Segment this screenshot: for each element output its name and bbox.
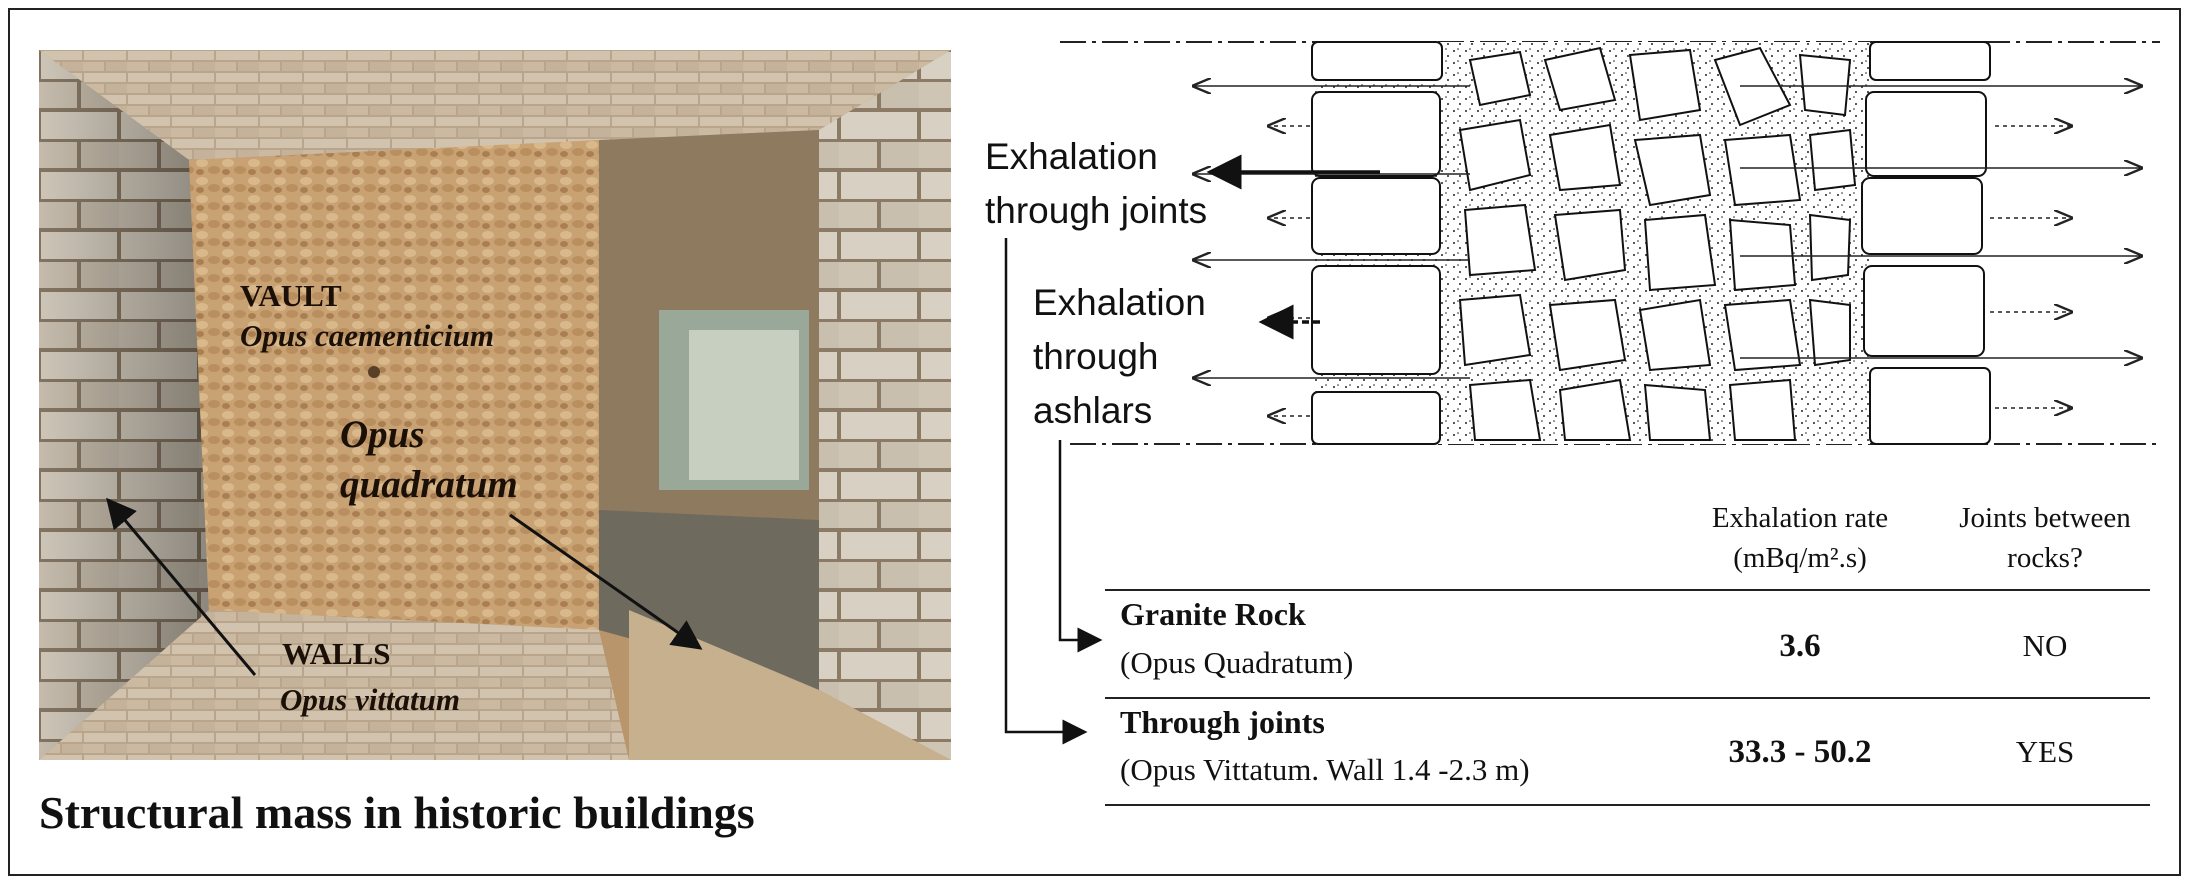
vault-sub-label: Opus caementicium [240,318,495,353]
exhalation-joints-label: Exhalation through joints [985,130,1207,238]
row-granite-rate: 3.6 [1779,628,1821,664]
exh-joints-line-2: through joints [985,190,1208,231]
opus-line-2: quadratum [340,463,518,506]
row-granite-sub: (Opus Quadratum) [1120,645,1354,680]
header-joints-between-rocks: Joints between rocks? [1920,498,2170,578]
row-granite-joints: NO [2022,628,2068,663]
header-joints-line-2: rocks? [2007,542,2083,574]
arrow-walls [106,497,257,676]
row-joints-joints: YES [2015,734,2075,769]
leader-joints [1004,238,1088,745]
header-rate-line-2: (mBq/m².s) [1733,542,1867,574]
exhalation-ashlars-label: Exhalation through ashlars [1033,276,1206,438]
header-exhalation-rate: Exhalation rate (mBq/m².s) [1680,498,1920,578]
header-rate-line-1: Exhalation rate [1711,502,1889,534]
opus-line-1: Opus [340,413,425,456]
leader-ashlars [1058,440,1103,653]
exh-ashlars-line-2: through [1033,336,1159,377]
row-granite-name: Granite Rock [1120,596,1306,632]
row-joints-rate: 33.3 - 50.2 [1728,734,1872,770]
walls-sub-label: Opus vittatum [280,682,461,717]
arrow-opus [509,513,703,650]
header-joints-line-1: Joints between [1959,502,2131,534]
vault-label: VAULT [240,278,342,313]
opus-quadratum-label: Opus quadratum [340,410,518,510]
row-joints-name: Through joints [1120,704,1325,740]
exh-joints-line-1: Exhalation [985,136,1158,177]
figure-frame [8,8,2181,876]
exh-ashlars-line-1: Exhalation [1033,282,1206,323]
walls-label: WALLS [282,636,391,671]
figure-caption: Structural mass in historic buildings [39,787,755,838]
exh-ashlars-line-3: ashlars [1033,390,1153,431]
row-joints-sub: (Opus Vittatum. Wall 1.4 -2.3 m) [1120,752,1530,787]
chamber-photo [39,50,951,760]
